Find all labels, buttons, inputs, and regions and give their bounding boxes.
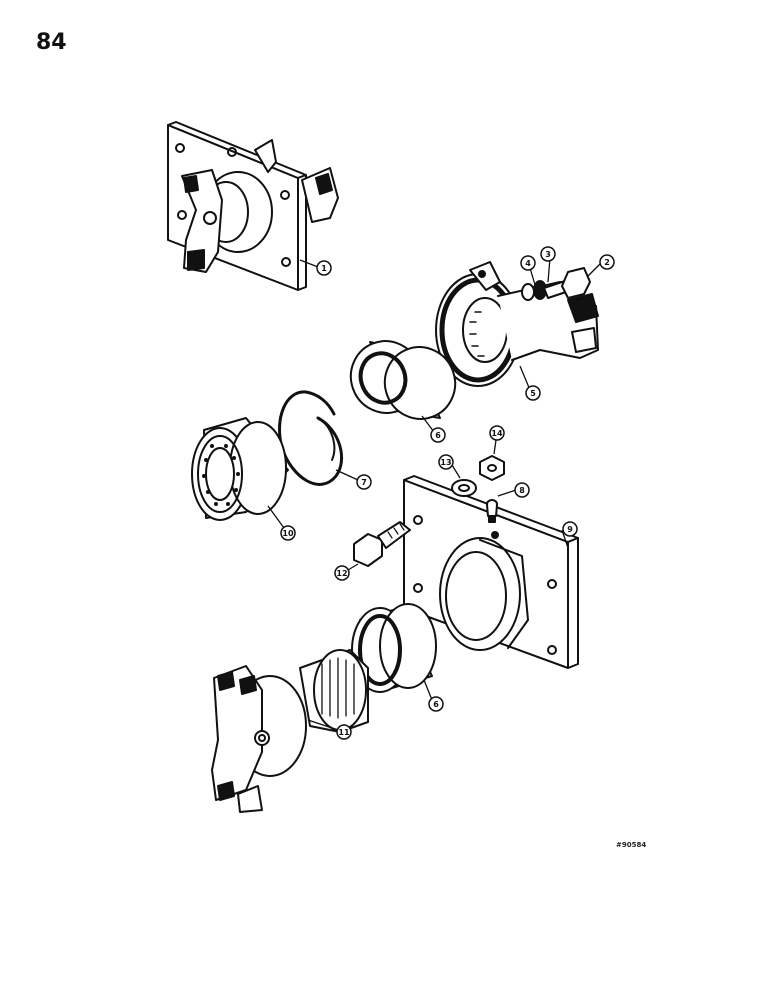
callout-7-label: 7 xyxy=(361,478,367,487)
callout-10-label: 10 xyxy=(282,529,294,538)
callout-13: 13 xyxy=(438,454,454,470)
part-10-bearing xyxy=(191,417,289,521)
page-number: 84 xyxy=(36,30,67,55)
callout-2-label: 2 xyxy=(604,258,610,267)
callout-7: 7 xyxy=(356,474,372,490)
callout-9-label: 9 xyxy=(567,525,573,534)
callout-10: 10 xyxy=(280,525,296,541)
callout-6-upper: 6 xyxy=(430,427,446,443)
part-9-housing-plate xyxy=(403,475,579,669)
callout-14-label: 14 xyxy=(491,429,503,438)
callout-2: 2 xyxy=(599,254,615,270)
callout-8: 8 xyxy=(514,482,530,498)
part-1-flange-assembly xyxy=(167,121,339,291)
callout-6-lower-label: 6 xyxy=(433,700,439,709)
callout-12-label: 12 xyxy=(336,569,347,578)
callout-11-label: 11 xyxy=(338,728,350,737)
callout-9: 9 xyxy=(562,521,578,537)
part-6-seal-upper xyxy=(349,340,457,420)
callout-5: 5 xyxy=(525,385,541,401)
callout-4-label: 4 xyxy=(525,259,531,268)
part-12-bolt xyxy=(353,521,411,567)
callout-14: 14 xyxy=(489,425,505,441)
figure-code: #90584 xyxy=(616,841,647,849)
callout-3: 3 xyxy=(540,246,556,262)
callout-11: 11 xyxy=(336,724,352,740)
callout-6-lower: 6 xyxy=(428,696,444,712)
leader-lines xyxy=(267,257,603,731)
callout-8-label: 8 xyxy=(519,486,525,495)
callout-13-label: 13 xyxy=(440,458,451,467)
callout-6-upper-label: 6 xyxy=(435,431,441,440)
part-13-14-8-small-hardware xyxy=(451,455,505,523)
callout-1: 1 xyxy=(316,260,332,276)
part-5-yoke-flange xyxy=(435,261,599,387)
callout-5-label: 5 xyxy=(530,389,536,398)
callout-12: 12 xyxy=(334,565,350,581)
part-11-yoke-shaft xyxy=(211,649,369,813)
callout-3-label: 3 xyxy=(545,250,551,259)
callout-4: 4 xyxy=(520,255,536,271)
callouts: 1 2 3 4 5 6 6 7 xyxy=(280,246,615,740)
callout-1-label: 1 xyxy=(321,264,327,273)
